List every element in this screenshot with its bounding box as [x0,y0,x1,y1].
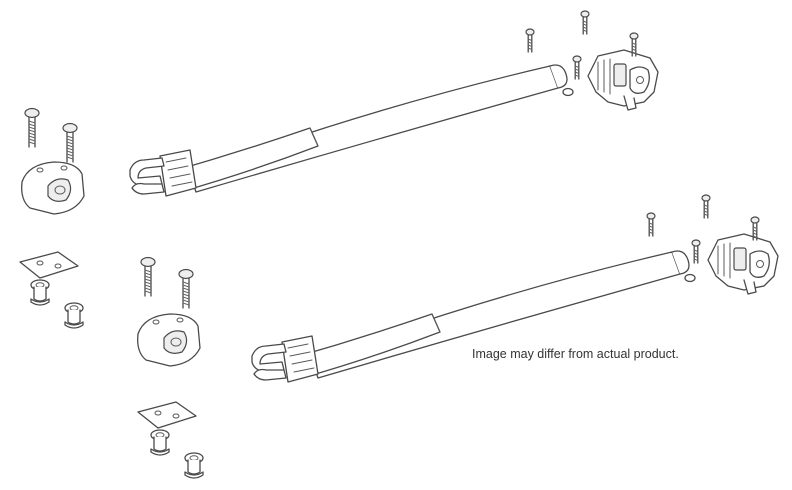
disclaimer-text: Image may differ from actual product. [472,347,679,361]
strap-buckle-bottom [251,250,696,383]
tnut-top-1 [30,279,50,306]
small-screw-top-4 [572,55,582,80]
small-screw-bottom-4 [691,239,701,264]
small-screw-top-2 [580,10,590,35]
clamp-top [587,49,659,111]
tnut-bottom-2 [184,452,204,479]
tnut-bottom-1 [150,429,170,456]
anchor-block-bottom [137,313,201,367]
screw-bottom-2 [178,268,194,309]
small-screw-bottom-2 [701,194,711,219]
screw-top-left-2 [62,122,78,163]
screw-bottom-1 [140,256,156,297]
plate-bottom [137,401,197,429]
clamp-bottom [707,233,779,295]
tnut-top-2 [64,302,84,329]
plate-top [19,251,79,279]
strap-buckle-top [129,64,574,197]
small-screw-top-1 [525,28,535,53]
screw-top-left-1 [24,107,40,148]
small-screw-bottom-1 [646,212,656,237]
anchor-block-top [21,161,85,215]
